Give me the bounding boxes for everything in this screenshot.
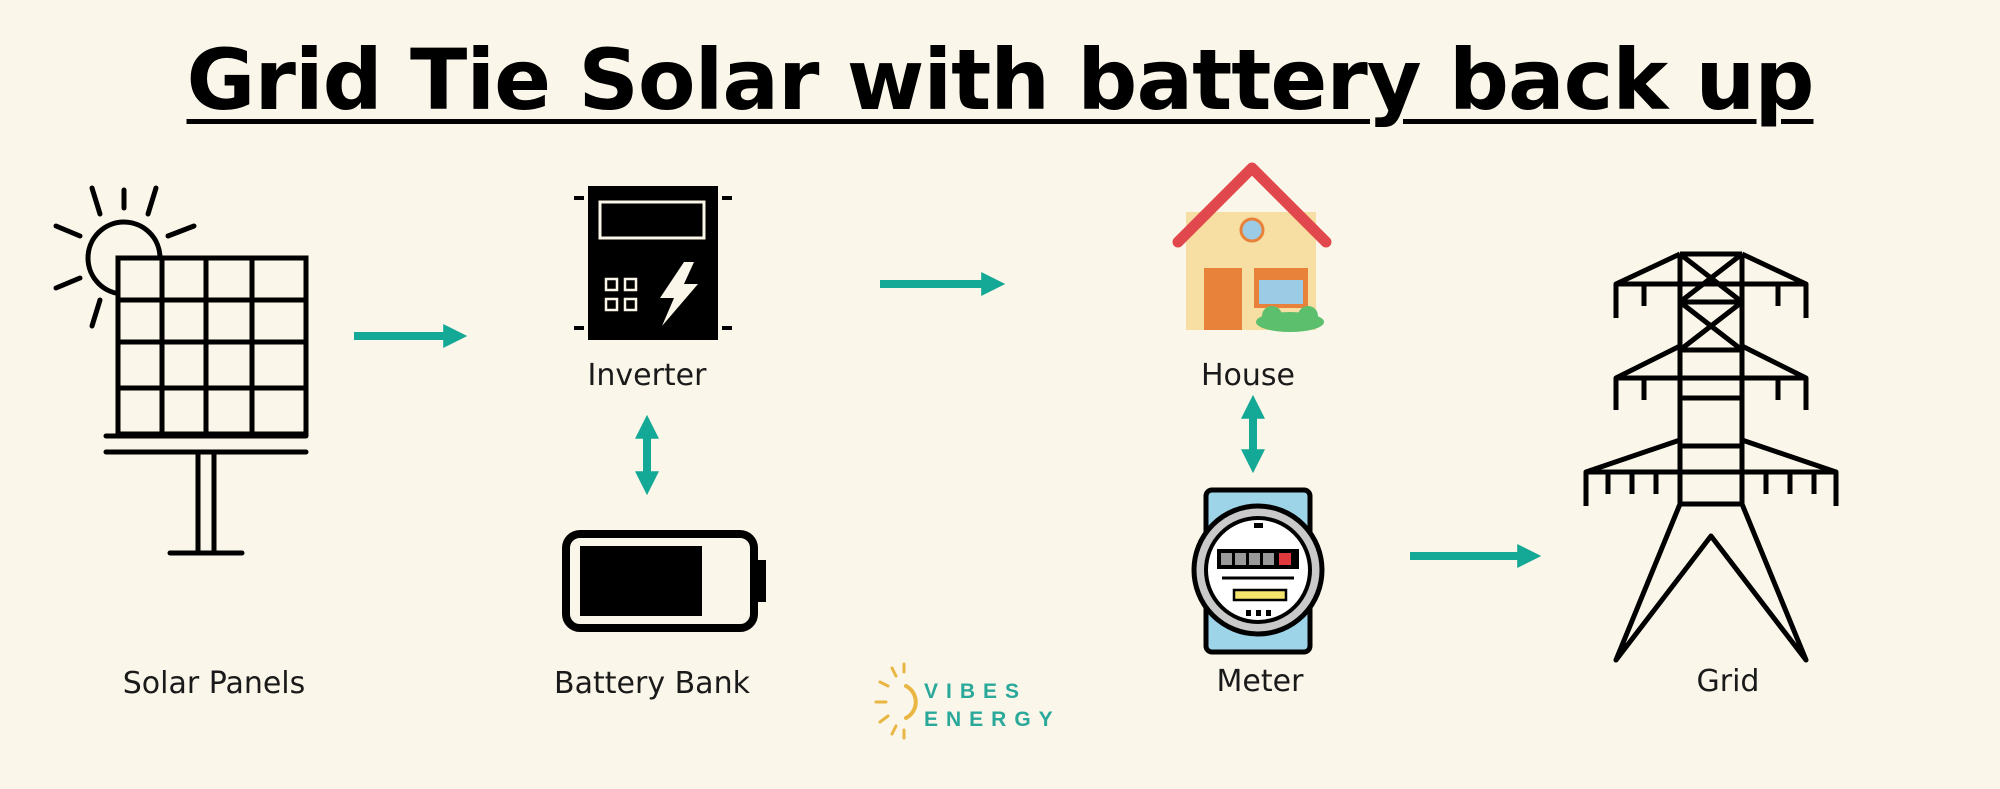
label-solar-panels: Solar Panels [122, 666, 306, 701]
transmission-tower-icon [1583, 251, 1839, 663]
label-inverter: Inverter [587, 358, 707, 393]
battery-icon [562, 530, 766, 632]
meter-icon [1191, 487, 1325, 655]
house-icon [1172, 162, 1332, 332]
label-house: House [1200, 358, 1296, 393]
solar-panel-icon [53, 185, 309, 556]
logo-text-energy: ENERGY [924, 708, 1061, 731]
logo-text-vibes: VIBES [924, 680, 1027, 703]
vibes-energy-logo: VIBES ENERGY [874, 662, 1061, 740]
label-grid: Grid [1696, 664, 1760, 699]
label-meter: Meter [1216, 664, 1304, 699]
sun-logo-icon [874, 662, 918, 740]
inverter-icon [574, 186, 732, 340]
label-battery-bank: Battery Bank [554, 666, 750, 701]
diagram-title: Grid Tie Solar with battery back up [186, 31, 1815, 129]
